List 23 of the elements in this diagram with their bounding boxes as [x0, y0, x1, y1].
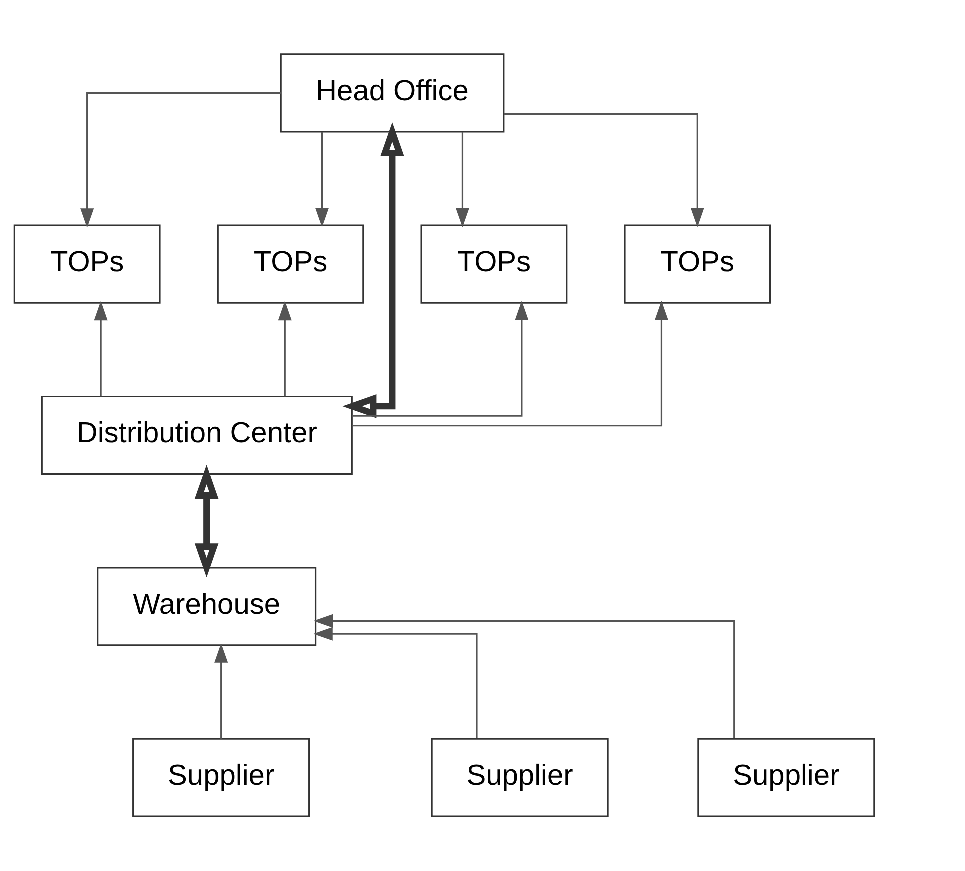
arrow: [352, 301, 668, 427]
node-box: Supplier: [132, 738, 310, 818]
arrow: [504, 113, 704, 228]
arrow: [214, 643, 228, 739]
node-box: TOPs: [420, 224, 568, 304]
arrow: [315, 132, 330, 228]
node-box: TOPs: [217, 224, 364, 304]
node-box: TOPs: [624, 224, 772, 304]
arrow: [456, 132, 470, 228]
node-box: TOPs: [14, 224, 161, 304]
arrow: [278, 301, 292, 397]
arrow: [194, 464, 219, 578]
arrow: [94, 301, 108, 397]
arrow: [80, 92, 282, 228]
node-box: Supplier: [431, 738, 609, 818]
arrow: [352, 301, 529, 417]
arrow: [313, 627, 478, 739]
node-box: Warehouse: [97, 567, 317, 646]
node-box: Supplier: [698, 738, 876, 818]
node-box: Head Office: [280, 54, 505, 133]
arrow: [342, 122, 404, 418]
arrow: [314, 614, 736, 738]
node-box: Distribution Center: [41, 396, 353, 476]
